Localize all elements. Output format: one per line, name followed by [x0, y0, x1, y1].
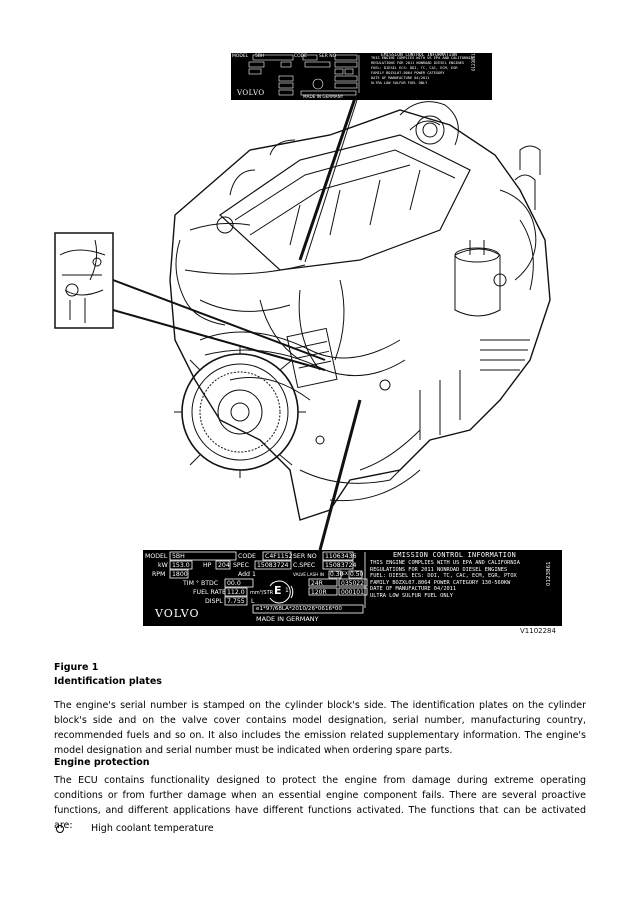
svg-text:ULTRA LOW SULFUR FUEL ONLY: ULTRA LOW SULFUR FUEL ONLY	[371, 81, 428, 85]
svg-text:REGULATIONS FOR 2011 NONROAD D: REGULATIONS FOR 2011 NONROAD DIESEL ENGI…	[371, 61, 464, 65]
plate-large-fuel-unit: mm³/STR	[250, 590, 274, 596]
paragraph-serial-number: The engine's serial number is stamped on…	[54, 700, 586, 756]
plate-large-spec-label: SPEC	[233, 562, 249, 569]
plate-large-cspec-label: C.SPEC	[293, 562, 316, 569]
plate-large-valve-in: 0.30	[330, 571, 344, 578]
plate-large-add-label: Add 1	[238, 571, 256, 578]
plate-large-tim-value: 00.0	[227, 580, 241, 587]
plate-large-displ-label: DISPL	[205, 598, 223, 605]
plate-large-mark: E	[274, 584, 282, 597]
info-line: REGULATIONS FOR 2011 NONROAD DIESEL ENGI…	[370, 566, 508, 573]
engine-figure: THIS ENGINE COMPLIES WITH US EPA AND CAL…	[0, 40, 638, 640]
plate-small-model-value: 5BH	[255, 54, 265, 59]
plate-large-rpm-value: 1800	[172, 571, 188, 578]
plate-large-valve-ex: 0.50	[350, 571, 364, 578]
plate-large-fuel-rate-value: 112.0	[227, 589, 245, 596]
plate-large-fuel-rate-label: FUEL RATE	[193, 589, 226, 596]
plate-large-code-label: CODE	[238, 553, 256, 560]
plate-large-displ-unit: L	[251, 598, 255, 605]
figure-label: Figure 1	[54, 662, 99, 673]
plate-large-model-value: 5BH	[172, 553, 185, 560]
plate-large-r24-value: 035022	[341, 580, 364, 587]
plate-large-model-label: MODEL	[145, 553, 168, 560]
plate-large-made-in: MADE IN GERMANY	[256, 615, 319, 623]
plate-large-displ-value: 7.755	[227, 598, 245, 605]
plate-small-brand: VOLVO	[237, 89, 265, 97]
identification-plate-large: MODEL 5BH CODE C4F1152 SER NO 11063436 k…	[143, 550, 562, 626]
plate-large-cspec-value: 15083724	[325, 562, 357, 569]
plate-large-info-lines: THIS ENGINE COMPLIES WITH US EPA AND CAL…	[370, 560, 520, 600]
plate-small-header: EMISSION CONTROL INFORMATION	[381, 53, 457, 58]
plate-small-code-label: CODE	[294, 54, 307, 59]
plate-large-valve-ex-label: EX	[342, 572, 348, 577]
section-heading: Engine protection	[54, 757, 150, 768]
engine-illustration	[54, 97, 551, 551]
plate-large-mark-num: 1	[285, 587, 289, 594]
plate-large-brand: VOLVO	[155, 607, 200, 620]
plate-small-side-code: 0123861	[471, 53, 476, 71]
svg-text:FUEL: DIESEL ECS: DDI, TC, CAC: FUEL: DIESEL ECS: DDI, TC, CAC, ECM, EGR	[371, 66, 458, 70]
plate-large-info-header: EMISSION CONTROL INFORMATION	[393, 551, 516, 559]
list-item: High coolant temperature	[54, 823, 214, 834]
plate-large-approval: e1*97/68LA*2010/26*0616*00	[256, 606, 342, 612]
figure-caption: Figure 1 Identification plates	[54, 661, 162, 689]
plate-small-made-in: MADE IN GERMANY	[303, 94, 344, 99]
plate-large-rpm-label: RPM	[152, 571, 166, 578]
figure-title: Identification plates	[54, 676, 162, 687]
list-item-text: High coolant temperature	[91, 823, 214, 834]
plate-small-ser-no-label: SER NO	[319, 54, 337, 59]
plate-large-valve-label: VALVE LASH IN	[293, 572, 324, 577]
plate-large-code-value: C4F1152	[265, 553, 293, 560]
plate-large-spec-value: 15083724	[257, 562, 289, 569]
plate-large-r24: 24R	[311, 580, 323, 587]
plate-large-side-code: 0123861	[546, 561, 552, 587]
plate-large-tim-label: TIM ° BTDC	[183, 580, 219, 587]
plate-large-r120-value: 000101	[341, 589, 364, 596]
svg-text:THIS ENGINE COMPLIES WITH US E: THIS ENGINE COMPLIES WITH US EPA AND CAL…	[371, 56, 474, 60]
plate-large-ser-no-value: 11063436	[325, 553, 357, 560]
plate-large-hp-value: 204	[218, 562, 230, 569]
plate-large-ser-no-label: SER NO	[293, 553, 317, 560]
plate-large-kw-value: 153.0	[172, 562, 190, 569]
identification-plate-small: THIS ENGINE COMPLIES WITH US EPA AND CAL…	[231, 53, 492, 100]
info-line: THIS ENGINE COMPLIES WITH US EPA AND CAL…	[370, 560, 520, 566]
plate-large-kw-label: kW	[158, 562, 168, 569]
paragraph-engine-protection: The ECU contains functionality designed …	[54, 775, 586, 831]
figure-code: V1102284	[520, 627, 556, 635]
info-line: FAMILY BOZXL07.8064 POWER CATEGORY 130-5…	[370, 579, 511, 586]
info-line: DATE OF MANUFACTURE 04/2011	[370, 586, 457, 593]
plate-large-r120: 120R	[311, 589, 327, 596]
info-line: FUEL: DIESEL ECS: DDI, TC, CAC, ECM, EGR…	[370, 573, 517, 580]
bullet-circle-icon	[56, 824, 64, 833]
svg-text:DATE OF MANUFACTURE 04/2011: DATE OF MANUFACTURE 04/2011	[371, 76, 429, 80]
svg-text:FAMILY BOZXL07.8064 POWER CATE: FAMILY BOZXL07.8064 POWER CATEGORY	[371, 71, 445, 75]
info-line: ULTRA LOW SULFUR FUEL ONLY	[370, 592, 453, 599]
plate-small-model-label: MODEL	[232, 54, 249, 59]
plate-large-hp-label: HP	[203, 562, 212, 569]
